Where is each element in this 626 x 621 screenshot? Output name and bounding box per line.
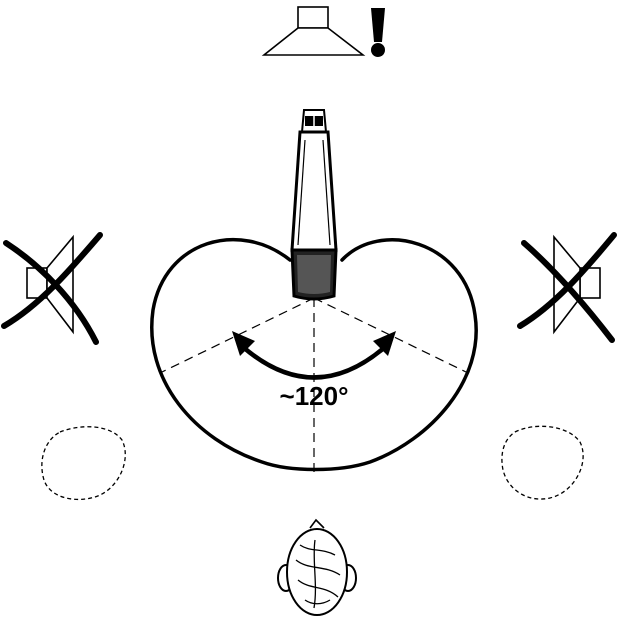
- angle-label: ~120°: [280, 381, 349, 411]
- dashed-source-outline: [501, 425, 584, 500]
- dashed-source-outline: [41, 426, 126, 500]
- pickup-angle-arrow: [232, 331, 396, 380]
- pickup-angle-lines: [161, 297, 467, 472]
- head-top-view-icon: [277, 518, 357, 616]
- exclamation-icon: [371, 8, 385, 57]
- microphone-icon: [290, 109, 338, 301]
- speaker-crossed-icon: [1, 232, 103, 345]
- speaker-icon: [261, 6, 366, 56]
- speaker-crossed-icon: [517, 232, 617, 343]
- supercardioid-pattern: [150, 237, 478, 472]
